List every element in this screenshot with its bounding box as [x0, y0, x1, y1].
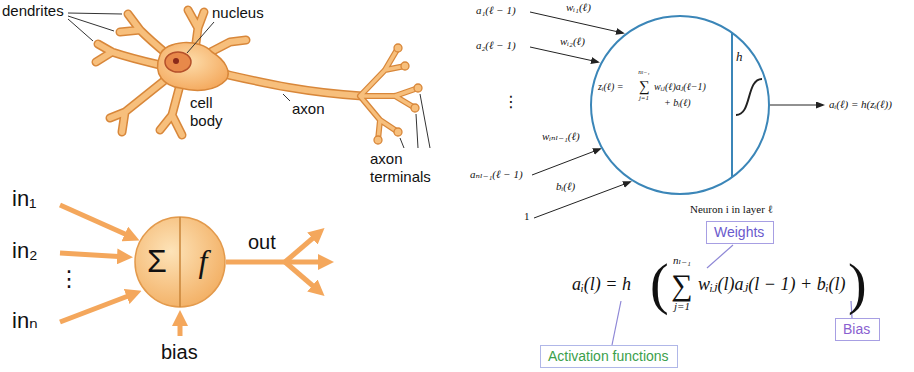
- input-arrow: [532, 149, 600, 175]
- formula-term: zᵢ(ℓ) =: [598, 81, 624, 93]
- formula-term: aᵢ(l) = h: [572, 274, 631, 296]
- input-arrow: [60, 293, 136, 322]
- terminal-bulb: [401, 62, 409, 70]
- part-label: axon terminals: [370, 150, 444, 186]
- terminal-bulb: [374, 136, 382, 144]
- formula-bracket: ): [848, 256, 867, 312]
- neuron-caption: Neuron i in layer ℓ: [690, 203, 773, 216]
- nucleolus: [173, 58, 179, 64]
- input-arrow: [60, 205, 134, 238]
- axon-outline: [220, 73, 362, 96]
- part-label: cell body: [190, 94, 234, 130]
- neuron-circle: [591, 16, 769, 194]
- input-arrow: [530, 12, 623, 33]
- weight-label: wᵢ₁(ℓ): [566, 1, 591, 14]
- ellipsis-dots: ⋮: [58, 266, 80, 292]
- dendrite-outline: [96, 10, 246, 135]
- sum-symbol: ∑: [634, 79, 654, 94]
- input-label: inₙ: [12, 308, 38, 334]
- weight-label: wᵢ₂(ℓ): [560, 35, 585, 48]
- leader-line: [400, 138, 404, 148]
- divider-line: [731, 33, 733, 177]
- summation-neuron: Σf: [134, 216, 226, 308]
- formula-term: + bᵢ(ℓ): [664, 97, 691, 109]
- terminal-outline: [360, 48, 418, 140]
- bias-label: bias: [161, 340, 198, 364]
- sum-symbol: ∑: [669, 270, 695, 300]
- input-label: aₙₗ₋₁(ℓ − 1): [470, 168, 523, 181]
- terminal-bulbs: [374, 44, 422, 144]
- divider-line: [179, 217, 181, 307]
- layer-neuron-arrows: [530, 12, 823, 218]
- artificial-neuron-arrows: [60, 205, 328, 336]
- cell-body: [158, 43, 229, 91]
- input-label: in₂: [12, 238, 38, 264]
- input-label: in₁: [12, 186, 37, 212]
- part-label: axon: [292, 100, 325, 118]
- sum-limit: j=1: [669, 300, 695, 313]
- activation-symbol: f: [180, 242, 226, 280]
- terminal-bulb: [411, 104, 419, 112]
- callout-box: Bias: [835, 318, 880, 341]
- terminal-bulb: [394, 44, 402, 52]
- sum-limit: nₗ₋₁: [634, 68, 654, 76]
- output-arrow: [285, 262, 320, 292]
- input-label: a₁(ℓ − 1): [476, 4, 516, 17]
- sigmoid-curve: [736, 79, 762, 115]
- leader-line: [283, 94, 290, 101]
- output-label: aᵢ(ℓ) = h(zᵢ(ℓ)): [829, 98, 892, 111]
- output-arrow: [285, 260, 328, 265]
- activation-symbol: h: [736, 49, 743, 65]
- input-arrow: [530, 47, 598, 62]
- terminal-bulb: [394, 128, 402, 136]
- bias-weight-label: bᵢ(ℓ): [556, 180, 575, 193]
- output-label: out: [248, 230, 276, 254]
- biological-neuron: [96, 10, 422, 144]
- sum-symbol: Σ: [134, 242, 180, 280]
- nucleus: [165, 52, 191, 72]
- leader-line: [68, 19, 93, 41]
- input-label: a₂(ℓ − 1): [476, 39, 516, 52]
- callout-leader: [612, 301, 621, 345]
- callout-text: Weights: [714, 224, 766, 241]
- callout-box: Weights: [706, 221, 774, 244]
- leader-lines: [68, 13, 430, 148]
- callout-leader: [707, 245, 733, 268]
- formula-bracket: (: [650, 256, 669, 312]
- callout-text: Bias: [843, 321, 872, 338]
- dendrite: [96, 10, 246, 135]
- input-arrow: [60, 253, 127, 257]
- axon: [220, 73, 362, 96]
- output-shaft: [226, 260, 287, 265]
- weight-label: wᵢₙₗ₋₁(ℓ): [542, 130, 580, 143]
- leader-line: [420, 94, 430, 148]
- output-arrow: [770, 105, 823, 106]
- callout-leaders: [612, 245, 852, 345]
- constant-input: 1: [524, 210, 530, 223]
- sum-limit: j=1: [634, 94, 654, 102]
- leader-line: [416, 114, 418, 148]
- formula-term: wᵢⱼ(ℓ)aⱼ(ℓ−1): [654, 81, 706, 93]
- callout-box: Activation functions: [540, 345, 678, 368]
- sum-limit: nₗ₋₁: [669, 254, 695, 267]
- part-label: dendrites: [2, 2, 64, 20]
- layer-neuron: zᵢ(ℓ) =nₗ₋₁∑j=1wᵢⱼ(ℓ)aⱼ(ℓ−1)+ bᵢ(ℓ)hNeur…: [590, 15, 770, 195]
- callout-text: Activation functions: [548, 348, 670, 365]
- leader-line: [68, 13, 122, 14]
- axon-terminal: [360, 48, 418, 140]
- leader-line: [187, 22, 214, 53]
- bias-arrow: [178, 316, 183, 336]
- part-label: nucleus: [212, 4, 264, 22]
- neuron-circle: [135, 217, 225, 307]
- leader-line: [68, 16, 114, 31]
- output-arrow: [285, 232, 320, 262]
- terminal-bulb: [414, 84, 422, 92]
- formula-term: wᵢⱼ(l)aⱼ(l − 1) + bᵢ(l): [698, 274, 845, 296]
- ellipsis-dots: ⋮: [503, 92, 519, 111]
- bias-input-arrow: [534, 182, 630, 218]
